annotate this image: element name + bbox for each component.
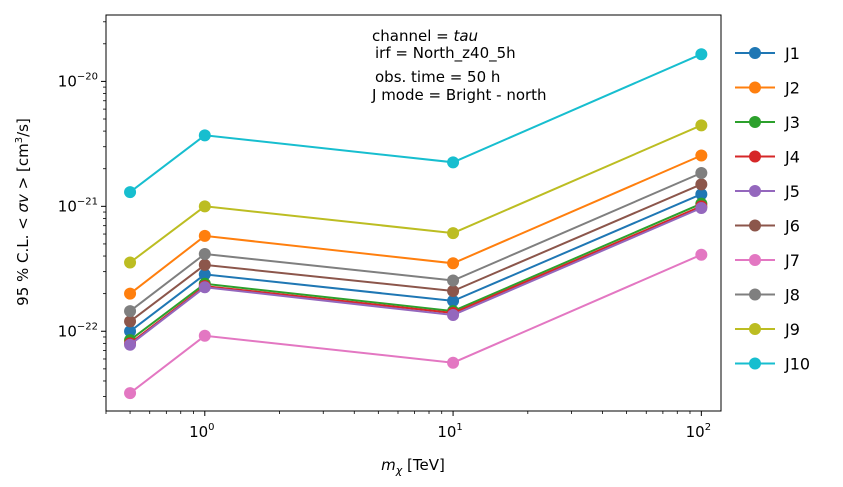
legend-marker — [749, 357, 761, 370]
y-axis-label: 95 % C.L. < σv > [cm3/s] — [14, 118, 32, 306]
axes-layer: 100 101 102 10−22 10−21 10−20 — [58, 21, 711, 441]
data-point — [447, 156, 460, 169]
legend-label: J1 — [784, 44, 800, 63]
series-j6 — [124, 178, 708, 328]
x-axis-label: mχ [TeV] — [381, 456, 445, 477]
legend-item-j1: J1 — [735, 44, 800, 63]
data-point — [695, 48, 708, 61]
series-j7 — [124, 248, 708, 400]
series-line — [129, 202, 702, 341]
annotation-channel: channel = tau — [372, 27, 478, 45]
legend-label: J4 — [784, 148, 800, 167]
data-point — [695, 201, 708, 214]
data-point — [447, 257, 460, 270]
data-point — [198, 329, 211, 342]
legend-item-j6: J6 — [735, 217, 800, 236]
series-line — [129, 124, 702, 264]
legend-marker — [749, 254, 761, 266]
series-line — [129, 172, 702, 312]
legend-marker — [749, 219, 761, 232]
plot-frame — [105, 14, 722, 412]
legend-marker — [749, 81, 761, 94]
legend-marker — [749, 288, 761, 301]
data-point — [447, 308, 460, 321]
legend-label: J5 — [784, 182, 800, 201]
series-j1 — [124, 188, 708, 338]
data-point — [124, 186, 137, 199]
legend-label: J7 — [784, 251, 800, 270]
legend-item-j5: J5 — [735, 182, 800, 201]
data-point — [198, 129, 211, 142]
legend-marker — [749, 185, 761, 197]
legend-label: J9 — [784, 320, 800, 339]
y-tick-label: 10−21 — [58, 196, 98, 215]
legend-item-j9: J9 — [735, 320, 800, 339]
series-line — [129, 183, 702, 323]
series-j10 — [124, 48, 708, 199]
series-line — [129, 53, 702, 193]
data-point — [198, 281, 211, 294]
data-point — [695, 178, 708, 191]
data-point — [447, 285, 460, 298]
data-point — [447, 274, 460, 287]
x-tick-label: 100 — [189, 422, 214, 441]
legend-item-j2: J2 — [735, 79, 800, 98]
legend-marker — [749, 323, 761, 335]
data-point — [198, 268, 211, 281]
series-layer — [124, 48, 708, 400]
legend-item-j7: J7 — [735, 251, 800, 270]
x-tick-label: 102 — [686, 422, 711, 441]
data-point — [198, 248, 211, 261]
data-point — [198, 200, 211, 213]
data-point — [695, 188, 708, 201]
x-tick-label: 101 — [437, 422, 462, 441]
series-line — [129, 207, 702, 346]
legend-marker — [749, 47, 761, 59]
annotation-obs-time: obs. time = 50 h — [375, 68, 500, 86]
series-j9 — [124, 119, 708, 269]
data-point — [124, 387, 137, 400]
data-point — [124, 287, 137, 300]
data-point — [124, 325, 137, 338]
legend-item-j8: J8 — [735, 286, 800, 305]
legend-item-j3: J3 — [735, 113, 800, 132]
data-point — [198, 229, 211, 242]
y-tick-label: 10−22 — [58, 321, 98, 340]
data-point — [124, 338, 137, 351]
data-point — [447, 294, 460, 307]
series-j5 — [124, 201, 708, 351]
legend-marker — [749, 150, 761, 163]
series-line — [129, 193, 702, 333]
data-point — [447, 356, 460, 369]
annotation-irf: irf = North_z40_5h — [375, 44, 516, 63]
series-j8 — [124, 166, 708, 318]
y-tick-label: 10−20 — [58, 71, 98, 90]
legend-label: J2 — [784, 79, 800, 98]
series-line — [129, 154, 702, 295]
legend-label: J8 — [784, 286, 800, 305]
legend-label: J6 — [784, 217, 800, 236]
data-point — [124, 256, 137, 269]
data-point — [124, 305, 137, 318]
data-point — [695, 149, 708, 162]
series-j2 — [124, 149, 708, 300]
legend-label: J3 — [784, 113, 800, 132]
annotation-j-mode: J mode = Bright - north — [371, 86, 547, 104]
data-point — [695, 248, 708, 261]
data-point — [447, 227, 460, 240]
series-line — [129, 253, 702, 394]
data-point — [124, 315, 137, 328]
legend-item-j4: J4 — [735, 148, 800, 167]
data-point — [695, 119, 708, 132]
data-point — [198, 258, 211, 271]
legend-label: J10 — [784, 355, 810, 374]
legend-marker — [749, 116, 761, 128]
data-point — [695, 166, 708, 179]
legend-item-j10: J10 — [735, 355, 810, 374]
